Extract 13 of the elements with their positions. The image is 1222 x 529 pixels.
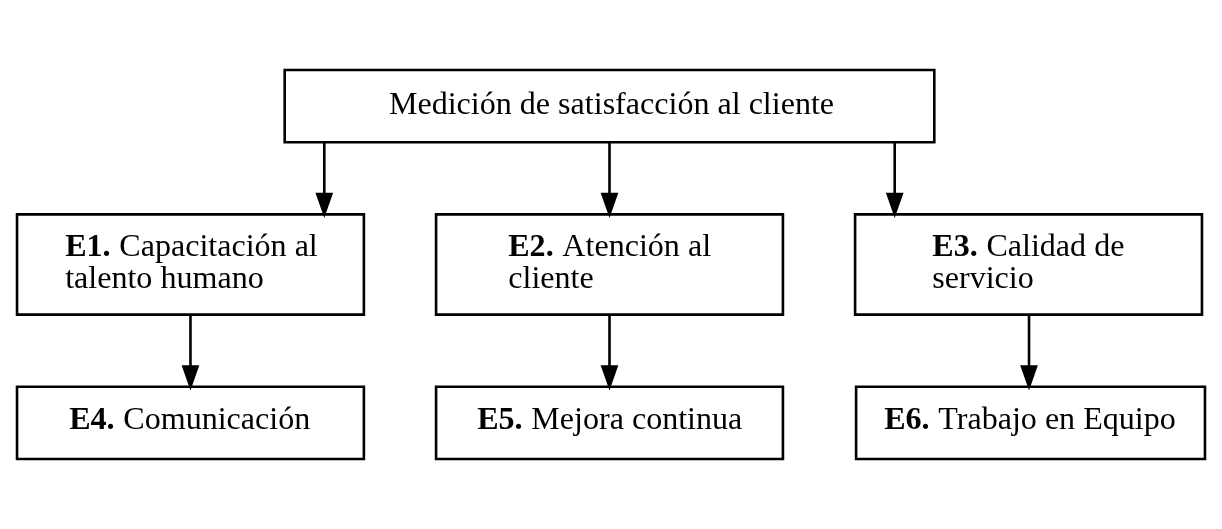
node-box: E1. Capacitación al talento humano xyxy=(15,213,366,316)
node-box: E3. Calidad de servicio xyxy=(853,213,1204,316)
node-box: E4. Comunicación xyxy=(15,385,366,461)
arrow xyxy=(1020,315,1038,391)
arrow xyxy=(315,142,334,219)
node-box: Medición de satisfacción al cliente xyxy=(283,68,936,144)
arrow xyxy=(885,142,904,219)
node-box: E2. Atención al cliente xyxy=(434,213,785,316)
arrow xyxy=(181,315,200,391)
node-box: E5. Mejora continua xyxy=(434,385,785,461)
arrow xyxy=(600,142,619,219)
node-box: E6. Trabajo en Equipo xyxy=(854,385,1207,461)
arrow xyxy=(600,315,619,391)
